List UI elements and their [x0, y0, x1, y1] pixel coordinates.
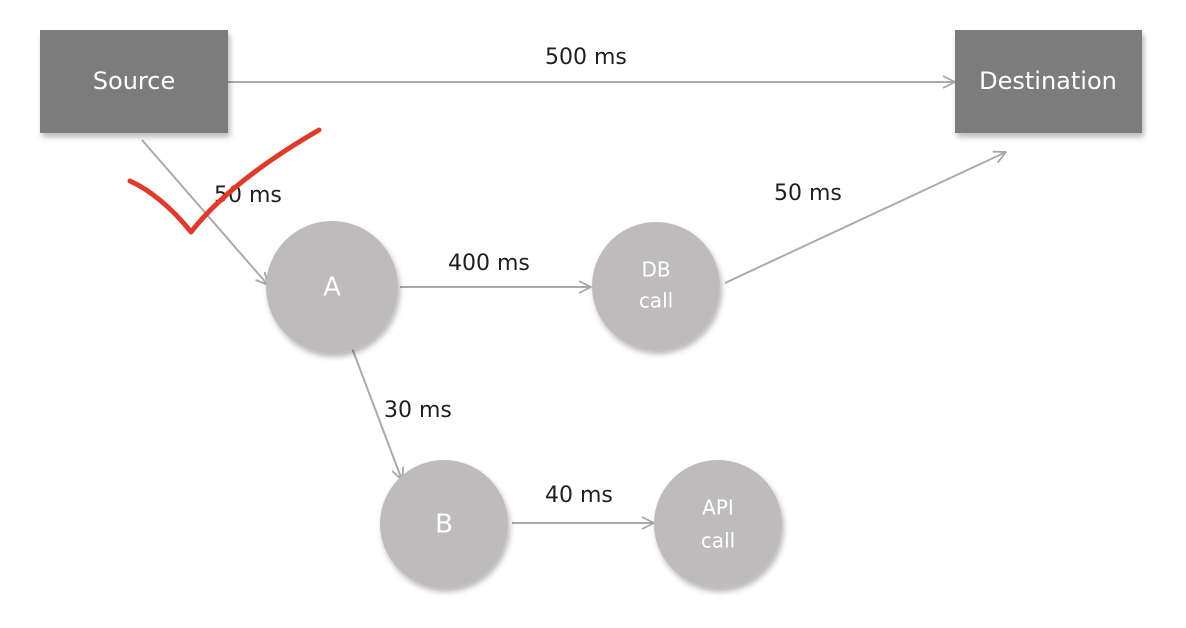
node-db-label-line1: DB: [641, 258, 670, 282]
label-b-api: 40 ms: [545, 483, 613, 508]
label-a-b: 30 ms: [384, 398, 452, 423]
edge-a-b: [351, 347, 405, 481]
checkmark-icon: [127, 127, 322, 235]
node-b-label: B: [435, 510, 453, 540]
node-api-label-line1: API: [702, 496, 734, 520]
source-node: Source: [40, 30, 228, 133]
node-api-label-line2: call: [701, 529, 735, 553]
destination-label: Destination: [979, 67, 1117, 95]
label-a-db: 400 ms: [448, 251, 530, 276]
node-b: B: [380, 460, 508, 588]
node-db-label-line2: call: [639, 289, 673, 313]
label-db-destination: 50 ms: [774, 181, 842, 206]
node-db-call: DB call: [592, 222, 720, 350]
node-a: A: [266, 221, 398, 353]
edges: [141, 75, 1007, 530]
destination-node: Destination: [955, 30, 1142, 133]
edge-db-destination: [724, 150, 1007, 284]
edge-labels: 500 ms 50 ms 400 ms 50 ms 30 ms 40 ms: [214, 45, 842, 508]
label-source-destination: 500 ms: [545, 45, 627, 70]
source-label: Source: [93, 67, 175, 95]
node-a-label: A: [323, 273, 341, 303]
node-api-call: API call: [654, 460, 782, 588]
